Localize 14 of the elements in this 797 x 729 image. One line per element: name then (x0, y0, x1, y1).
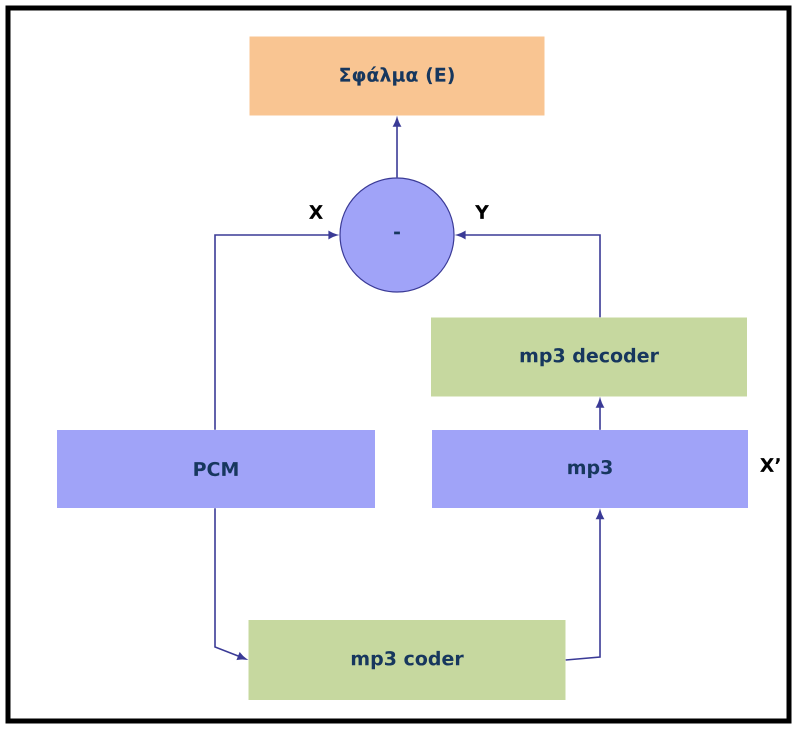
arrow (393, 118, 401, 178)
arrow (566, 510, 604, 661)
edge-label: Y (474, 204, 490, 220)
error-box: Σφάλμα (E) (250, 36, 544, 116)
arrow (214, 231, 338, 430)
arrow (596, 398, 604, 430)
arrow (214, 508, 246, 660)
edge-label: X (308, 204, 324, 220)
beside-label: X’ (760, 458, 780, 472)
decoder-box: mp3 decoder (431, 318, 747, 396)
arrow (456, 231, 601, 318)
coder-box: mp3 coder (248, 620, 566, 700)
pcm-box: PCM (57, 430, 375, 508)
mp3-box: mp3 (432, 430, 748, 508)
